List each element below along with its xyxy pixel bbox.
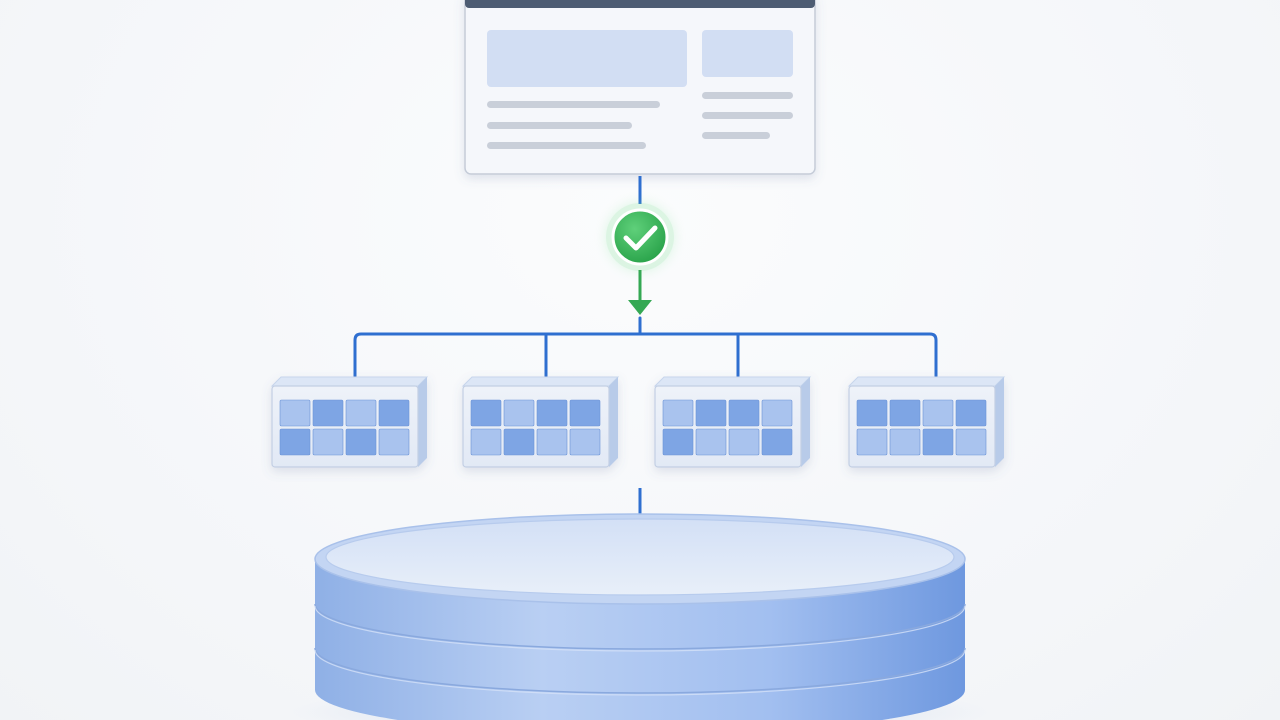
data-block-icon [461, 376, 620, 468]
data-cell [569, 399, 601, 427]
data-cell [662, 399, 694, 427]
check-circle-icon [606, 203, 674, 271]
data-cell [761, 399, 793, 427]
window-text-line [487, 142, 646, 149]
data-cell [856, 428, 888, 456]
window-text-line [702, 112, 793, 119]
arrow-down-icon [628, 270, 652, 315]
window-text-line [702, 132, 770, 139]
data-cell [922, 399, 954, 427]
data-cell [378, 399, 410, 427]
data-cell [536, 428, 568, 456]
window-hero-block [487, 30, 687, 87]
data-cell [279, 428, 311, 456]
data-cell [889, 399, 921, 427]
data-cell [312, 428, 344, 456]
data-cell [378, 428, 410, 456]
data-cell [695, 399, 727, 427]
database-layer-line [314, 603, 966, 650]
data-block-icon [847, 376, 1006, 468]
data-cell [728, 428, 760, 456]
data-cell [955, 428, 987, 456]
window-text-line [487, 122, 632, 129]
data-cell [312, 399, 344, 427]
data-cell [695, 428, 727, 456]
database-layer-line [314, 647, 966, 694]
data-block-icon [653, 376, 812, 468]
data-cell [470, 399, 502, 427]
data-cell [503, 399, 535, 427]
data-cell [955, 399, 987, 427]
window-text-line [702, 92, 793, 99]
database-top [325, 518, 955, 596]
data-cell [889, 428, 921, 456]
data-cell [662, 428, 694, 456]
data-cell [279, 399, 311, 427]
data-cell [761, 428, 793, 456]
data-cell [856, 399, 888, 427]
data-cell [345, 428, 377, 456]
data-cell [728, 399, 760, 427]
data-block-icon [270, 376, 429, 468]
data-cell [345, 399, 377, 427]
data-cell [569, 428, 601, 456]
data-cell [536, 399, 568, 427]
window-titlebar [465, 0, 815, 8]
data-cell [503, 428, 535, 456]
database-cylinder-icon [290, 513, 990, 720]
window-text-line [487, 101, 660, 108]
data-cell [470, 428, 502, 456]
browser-window-icon [464, 0, 816, 175]
window-side-block [702, 30, 793, 77]
branch-connector [353, 316, 938, 378]
data-cell [922, 428, 954, 456]
